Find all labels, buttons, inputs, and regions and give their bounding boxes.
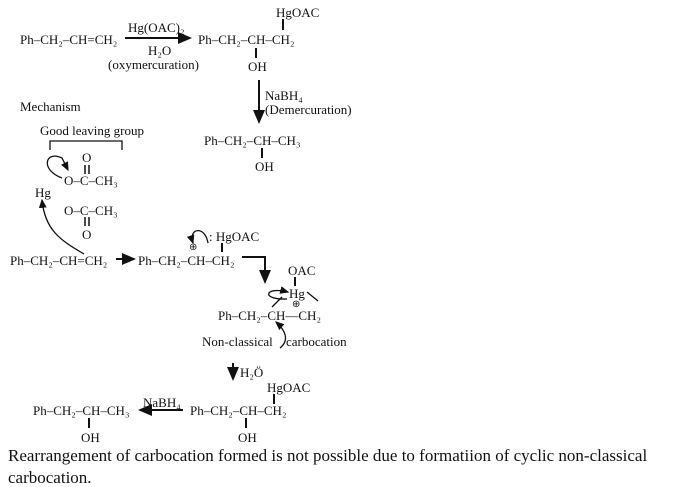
acetate-o-top: O [82, 150, 92, 165]
reagent2: NaBH₄ [265, 88, 303, 103]
step1-name: (oxymercuration) [108, 57, 199, 72]
organomercury: Ph–CH₂–CH–CH₂ [190, 403, 287, 418]
arrow [242, 256, 271, 284]
reagent: Hg(OAC)₂ [128, 20, 185, 35]
curved-arrow [46, 155, 69, 179]
nonclassical-label-a: Non-classical [202, 334, 273, 349]
intermediate-bottom: OH [248, 59, 267, 74]
organomercury-bottom: OH [238, 430, 257, 445]
bridge-oac: OAC [288, 263, 316, 278]
acetate-lower: O–C–CH₃ [64, 203, 118, 218]
leaving-group-bracket [49, 140, 123, 150]
cation: Ph–CH₂–CH–CH₂ [138, 253, 235, 268]
reducer: NaBH₄ [143, 395, 181, 410]
curved-arrow [268, 286, 290, 300]
step2-name: (Demercuration) [265, 102, 352, 117]
product-bottom: OH [255, 159, 274, 174]
alkene: Ph–CH₂–CH=CH₂ [10, 253, 108, 268]
leaving-group-label: Good leaving group [40, 123, 144, 138]
intermediate-top: HgOAC [276, 5, 320, 20]
acetate-o-bottom: O [82, 227, 92, 242]
nonclassical-label-b: carbocation [286, 334, 347, 349]
final-product: Ph–CH₂–CH–CH₃ [33, 403, 130, 418]
water: H₂Ö [240, 365, 264, 380]
intermediate: Ph–CH₂–CH–CH₂ [198, 32, 295, 47]
bridge-chain: Ph–CH₂–CH—CH₂ [218, 308, 321, 323]
mechanism-title: Mechanism [20, 99, 81, 114]
hg: Hg [35, 185, 51, 200]
reactant: Ph–CH₂–CH=CH₂ [20, 32, 118, 47]
curved-arrow [275, 321, 287, 349]
curved-arrow [186, 229, 209, 245]
plus-charge: ⊕ [189, 242, 198, 253]
note-line2: carbocation. [8, 468, 92, 487]
note-line1: Rearrangement of carbocation formed is n… [8, 446, 648, 465]
bridge-plus: ⊕ [292, 299, 301, 310]
cation-top: : HgOAC [209, 229, 260, 244]
final-bottom: OH [81, 430, 100, 445]
acetate-upper: O–C–CH₃ [64, 173, 118, 188]
bridge-hg: Hg [289, 286, 305, 301]
product: Ph–CH₂–CH–CH₃ [204, 133, 301, 148]
curved-arrow [38, 198, 85, 255]
solvent: H₂O [148, 43, 172, 58]
bond [271, 291, 319, 308]
organomercury-top: HgOAC [267, 380, 311, 395]
